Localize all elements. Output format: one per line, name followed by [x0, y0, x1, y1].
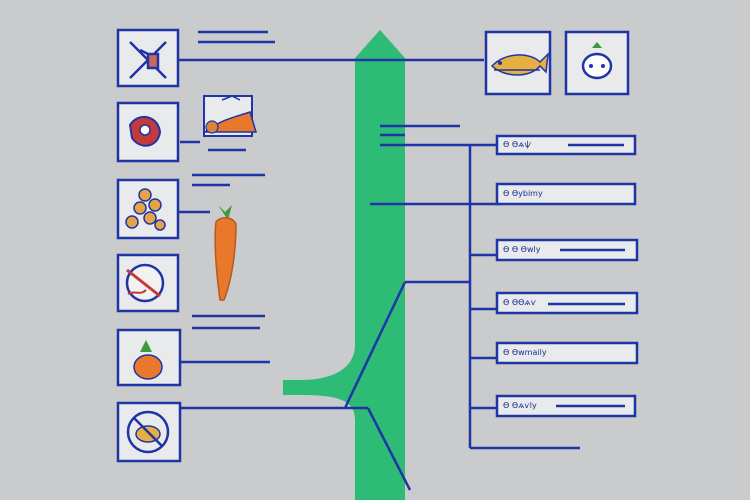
tile-plate [116, 253, 180, 313]
tile-pot [564, 30, 630, 96]
label-box-1 [495, 134, 637, 156]
plate-icon [125, 263, 165, 303]
no-bread-icon [126, 410, 170, 454]
meat-icon [128, 116, 162, 147]
green-arrow-shape [283, 30, 405, 500]
tile-pumpkin [116, 328, 182, 387]
tile-meat [116, 101, 180, 163]
pumpkin-icon [133, 340, 163, 380]
label-box-5 [495, 341, 639, 365]
label-box-2 [495, 182, 637, 206]
fish-icon [490, 51, 549, 76]
label-text-5: Ѳ Ѳwmaily [503, 348, 547, 357]
tile-nuts [116, 178, 180, 240]
tile-fish [484, 30, 552, 96]
label-box-6 [495, 394, 637, 418]
pot-icon [581, 42, 613, 80]
label-text-4: Ѳ ѲѲѧѵ [503, 298, 537, 307]
tile-meat-bread [202, 95, 258, 137]
label-text-3: Ѳ Ѳ Ѳwly [503, 245, 541, 254]
nuts-icon [125, 188, 166, 231]
label-text-6: Ѳ Ѳѧѵly [503, 401, 537, 410]
carrot-icon [214, 205, 237, 301]
label-text-1: Ѳ Ѳѧѱ [503, 140, 532, 149]
utensils-icon [129, 41, 167, 79]
connector-lines [160, 30, 580, 491]
label-box-4 [495, 291, 639, 315]
label-box-3 [495, 238, 639, 262]
tile-no-bread [116, 401, 182, 463]
tile-utensils [116, 28, 180, 88]
label-text-2: Ѳ Ѳуbimy [503, 189, 543, 198]
